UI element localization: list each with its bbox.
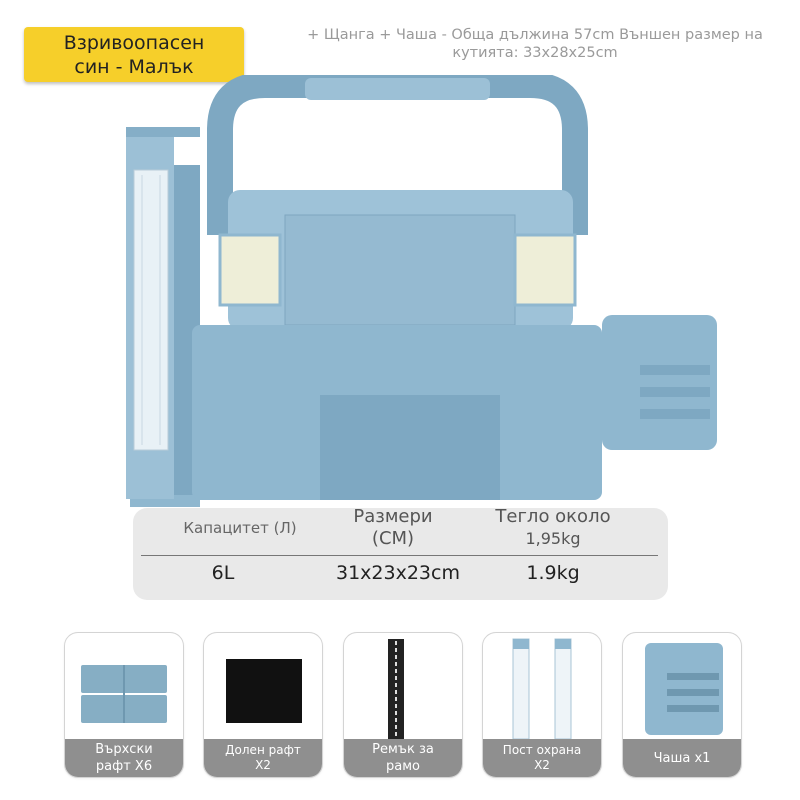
table-divider — [141, 555, 658, 556]
accessory-label-line1: Чаша x1 — [653, 750, 711, 766]
weight-header-line1: Тегло около — [495, 506, 611, 527]
accessory-label-line1: Върхски — [95, 742, 153, 757]
weight-value: 1.9kg — [526, 562, 580, 584]
rod-holder-image — [126, 127, 200, 507]
accessory-label-line1: Пост охрана — [502, 743, 582, 757]
accessory-label-line2: рамо — [386, 759, 420, 774]
variant-badge-line1: Взривоопасен — [63, 31, 205, 54]
size-header: Размери (CM) — [328, 506, 458, 550]
size-value: 31x23x23cm — [336, 562, 460, 584]
accessory-card-lower-shelf: Долен рафт X2 — [203, 632, 323, 778]
accessory-label: Върхски рафт X6 — [65, 739, 183, 777]
size-header-line2: (CM) — [371, 528, 415, 549]
accessory-label: Чаша x1 — [623, 739, 741, 777]
accessory-card-rod-holder: Пост охрана X2 — [482, 632, 602, 778]
accessory-label: Пост охрана X2 — [483, 739, 601, 777]
capacity-header: Капацитет (Л) — [183, 519, 297, 537]
accessory-label-line2: рафт X6 — [95, 759, 153, 774]
lower-shelf-icon — [226, 659, 302, 723]
cup-holder-icon — [645, 643, 723, 735]
accessory-card-shoulder-strap: Ремък за рамо — [343, 632, 463, 778]
product-description: + Щанга + Чаша - Обща дължина 57cm Външе… — [290, 26, 780, 62]
size-header-line1: Размери — [353, 506, 433, 527]
weight-header-line2: 1,95kg — [525, 529, 581, 548]
weight-header: Тегло около 1,95kg — [478, 506, 628, 550]
tackle-box-image — [126, 75, 717, 507]
accessory-label-line2: X2 — [255, 758, 271, 772]
variant-badge-line2: син - Малък — [74, 55, 194, 78]
variant-badge: Взривоопасен син - Малък — [24, 27, 244, 82]
accessory-label-line2: X2 — [534, 758, 550, 772]
spec-table: Капацитет (Л) Размери (CM) Тегло около 1… — [133, 506, 668, 600]
description-line2: кутията: 33x28x25cm — [452, 45, 618, 61]
accessory-label: Долен рафт X2 — [204, 739, 322, 777]
shoulder-strap-icon — [388, 639, 404, 739]
description-line1: + Щанга + Чаша - Обща дължина 57cm Външе… — [307, 27, 763, 43]
accessory-card-upper-shelf: Върхски рафт X6 — [64, 632, 184, 778]
rod-holder-icon — [512, 638, 572, 740]
accessory-label-line1: Долен рафт — [225, 743, 301, 757]
capacity-value: 6L — [211, 562, 235, 584]
accessory-card-cup: Чаша x1 — [622, 632, 742, 778]
upper-shelf-icon — [81, 665, 167, 723]
accessory-label-line1: Ремък за — [372, 742, 434, 757]
accessory-label: Ремък за рамо — [344, 739, 462, 777]
